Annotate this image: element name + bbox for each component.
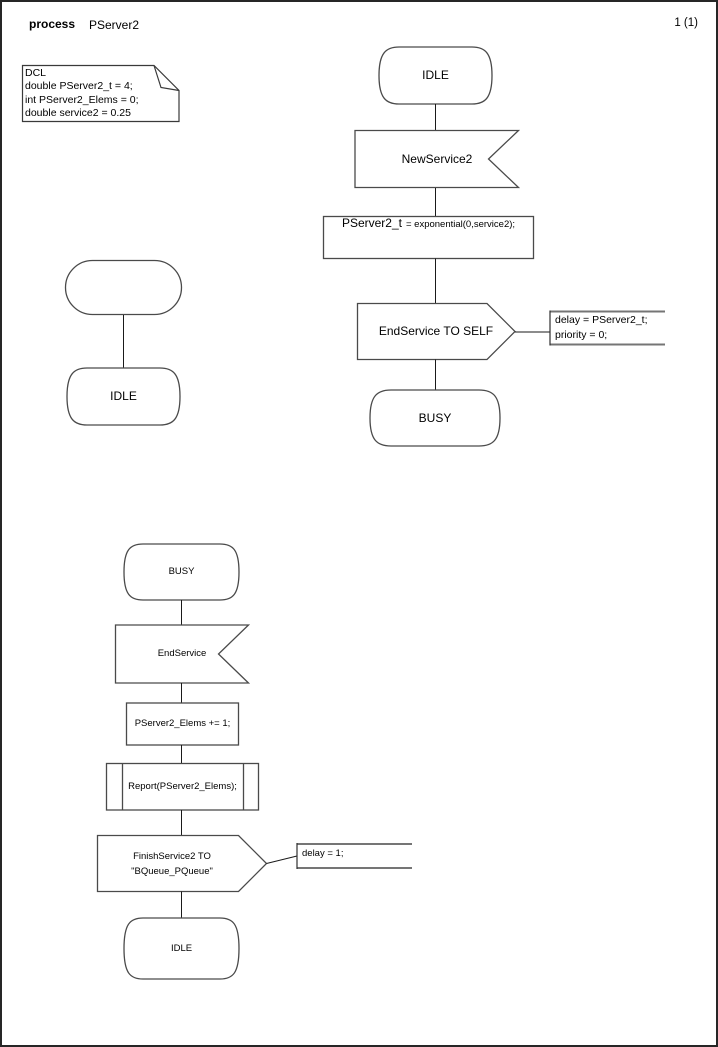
- task-symbol-elems-increment[interactable]: [125, 702, 240, 746]
- comment-symbol-delay-priority[interactable]: [549, 310, 665, 346]
- input-symbol-newservice2[interactable]: [354, 129, 521, 189]
- state-idle-bottom-label: IDLE: [170, 942, 193, 954]
- comment-delay-priority-text: delay = PServer2_t; priority = 0;: [555, 314, 648, 341]
- state-symbol-idle-left[interactable]: [66, 367, 181, 426]
- input-newservice2-label: NewService2: [401, 151, 473, 166]
- task-pserver2-t-label: PServer2_t = exponential(0,service2);: [323, 216, 534, 258]
- declarations-text-symbol[interactable]: [21, 64, 180, 123]
- state-symbol-busy-second[interactable]: [123, 543, 240, 601]
- state-idle-top-label: IDLE: [422, 68, 449, 82]
- start-symbol[interactable]: [64, 259, 183, 316]
- task-expression-text: = exponential(0,service2);: [405, 219, 516, 230]
- diagram-kind-label: process: [29, 17, 76, 31]
- task-elems-increment-label: PServer2_Elems += 1;: [134, 718, 231, 730]
- output-symbol-endservice-to-self[interactable]: [356, 302, 516, 361]
- declarations-text[interactable]: DCL double PServer2_t = 4; int PServer2_…: [25, 66, 139, 120]
- procedure-call-symbol-report[interactable]: [105, 762, 260, 811]
- process-name[interactable]: PServer2: [89, 18, 140, 32]
- state-symbol-idle-bottom[interactable]: [123, 917, 240, 980]
- state-symbol-busy-top[interactable]: [369, 389, 501, 447]
- input-endservice-label: EndService: [157, 648, 207, 660]
- comment-delay1-text: delay = 1;: [302, 848, 344, 859]
- comment-symbol-delay1[interactable]: [296, 843, 412, 869]
- task-symbol-pserver2-t[interactable]: [322, 215, 535, 260]
- input-symbol-endservice[interactable]: [114, 624, 251, 684]
- state-symbol-idle-top[interactable]: [378, 46, 493, 105]
- comment-connector-bottom: [266, 855, 298, 864]
- output-symbol-finishservice2[interactable]: [96, 834, 268, 893]
- state-busy-second-label: BUSY: [168, 566, 195, 578]
- folded-corner-icon: [153, 65, 180, 92]
- state-busy-top-label: BUSY: [418, 410, 452, 425]
- procedure-report-label: Report(PServer2_Elems);: [128, 780, 237, 792]
- output-finishservice2-label: FinishService2 TO "BQueue_PQueue": [131, 850, 213, 877]
- state-idle-left-label: IDLE: [110, 389, 137, 403]
- output-endservice-label: EndService TO SELF: [378, 324, 494, 338]
- task-variable-text: PServer2_t: [341, 216, 402, 230]
- page-number: 1 (1): [674, 17, 698, 29]
